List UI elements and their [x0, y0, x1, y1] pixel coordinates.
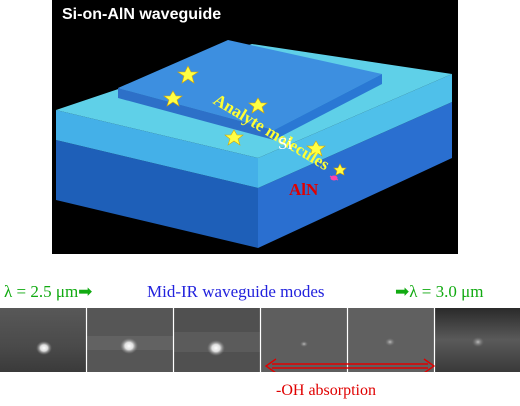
- si-ridge-top: [118, 40, 382, 130]
- mode-panel: [261, 308, 347, 372]
- mode-panel: [87, 308, 173, 372]
- star-icon: [333, 163, 347, 176]
- substrate-front-face: [56, 140, 258, 248]
- star-icon: [177, 65, 199, 84]
- si-label: Si: [278, 134, 293, 153]
- waveguide-diagram: Si-on-AlN waveguide Analyte molecules Si…: [52, 0, 458, 254]
- mode-panel: [348, 308, 434, 372]
- modes-caption: Mid-IR waveguide modes: [147, 282, 325, 301]
- absorption-range-arrow: [264, 358, 436, 372]
- diagram-title: Si-on-AlN waveguide: [62, 6, 222, 23]
- star-icon: [248, 97, 268, 114]
- mode-panel: [174, 308, 260, 372]
- aln-side-face: [258, 74, 452, 188]
- substrate-side-face: [258, 102, 452, 248]
- molecule-star-icons: [163, 65, 347, 176]
- star-icon: [224, 129, 244, 146]
- mode-caption-row: λ = 2.5 μm➡ Mid-IR waveguide modes ➡λ = …: [0, 280, 520, 306]
- end-wavelength-label: ➡λ = 3.0 μm: [395, 282, 484, 301]
- si-ridge-front: [118, 88, 274, 140]
- mode-image-strip: [0, 308, 520, 372]
- star-icon: [306, 140, 326, 157]
- absorption-label: -OH absorption: [276, 382, 376, 399]
- waveguide-illustration: [56, 40, 452, 248]
- mode-panel: [435, 308, 520, 372]
- light-coupling-marker: [329, 175, 339, 181]
- aln-label: AlN: [289, 180, 319, 199]
- panel-dividers: [85, 308, 436, 372]
- start-wavelength-label: λ = 2.5 μm➡: [4, 282, 93, 301]
- aln-front-face: [56, 110, 258, 188]
- star-icon: [163, 90, 183, 107]
- mode-panel: [0, 308, 86, 372]
- si-ridge-side: [274, 74, 382, 140]
- mode-images: [0, 308, 520, 372]
